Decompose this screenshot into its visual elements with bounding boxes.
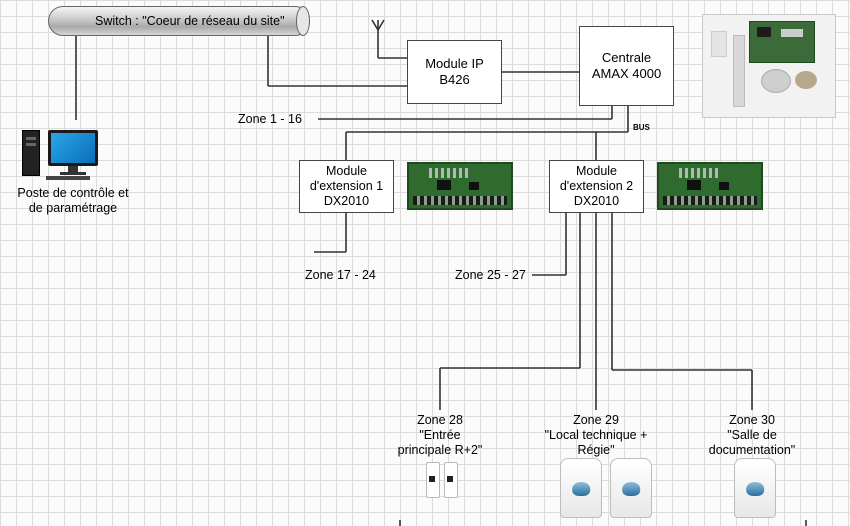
ext1-line3: DX2010 (323, 194, 370, 208)
extension-module-2-box: Module d'extension 2 DX2010 (549, 160, 644, 213)
zone-17-24-label: Zone 17 - 24 (305, 268, 376, 282)
zone-30-line2: "Salle de (727, 428, 777, 442)
module-ip-box: Module IP B426 (407, 40, 502, 104)
extension-board-1-image (407, 162, 513, 210)
zone-28-line3: principale R+2" (397, 443, 483, 457)
zone-28-line2: "Entrée (419, 428, 461, 442)
computer-icon (20, 128, 100, 180)
zone-30-line1: Zone 30 (729, 413, 775, 427)
centrale-line1: Centrale (601, 50, 652, 65)
zone-29-label: Zone 29 "Local technique + Régie" (526, 413, 666, 458)
motion-detector-icon (610, 458, 652, 518)
zone-29-line1: Zone 29 (573, 413, 619, 427)
door-contact-icon (424, 460, 460, 498)
workstation-label: Poste de contrôle et de paramétrage (4, 186, 142, 216)
monitor-icon (48, 130, 98, 166)
ext1-line1: Module (326, 164, 367, 178)
zone-30-line3: documentation" (708, 443, 796, 457)
zone-28-label: Zone 28 "Entrée principale R+2" (370, 413, 510, 458)
network-switch: Switch : "Coeur de réseau du site" (48, 6, 310, 36)
centrale-box: Centrale AMAX 4000 (579, 26, 674, 106)
motion-detector-icon (734, 458, 776, 518)
tower-icon (22, 130, 40, 176)
zone-30-label: Zone 30 "Salle de documentation" (682, 413, 822, 458)
extension-board-2-image (657, 162, 763, 210)
switch-label: Switch : "Coeur de réseau du site" (95, 14, 285, 28)
zone-28-line1: Zone 28 (417, 413, 463, 427)
ext2-line1: Module (576, 164, 617, 178)
ext2-line2: d'extension 2 (559, 179, 634, 193)
module-ip-line2: B426 (439, 72, 470, 87)
module-ip-line1: Module IP (425, 56, 484, 71)
ext2-line3: DX2010 (573, 194, 620, 208)
bus-label: BUS (633, 123, 650, 132)
zone-25-27-label: Zone 25 - 27 (455, 268, 526, 282)
control-panel-image (702, 14, 836, 118)
extension-module-1-box: Module d'extension 1 DX2010 (299, 160, 394, 213)
keyboard-icon (46, 176, 90, 180)
zone-29-line2: "Local technique + (544, 428, 648, 442)
workstation-label-line1: Poste de contrôle et (17, 186, 129, 200)
switch-cap (296, 6, 310, 36)
zone-1-16-label: Zone 1 - 16 (238, 112, 302, 126)
zone-29-line3: Régie" (577, 443, 615, 457)
centrale-line2: AMAX 4000 (591, 66, 662, 81)
workstation-label-line2: de paramétrage (28, 201, 118, 215)
motion-detector-icon (560, 458, 602, 518)
ext1-line2: d'extension 1 (309, 179, 384, 193)
